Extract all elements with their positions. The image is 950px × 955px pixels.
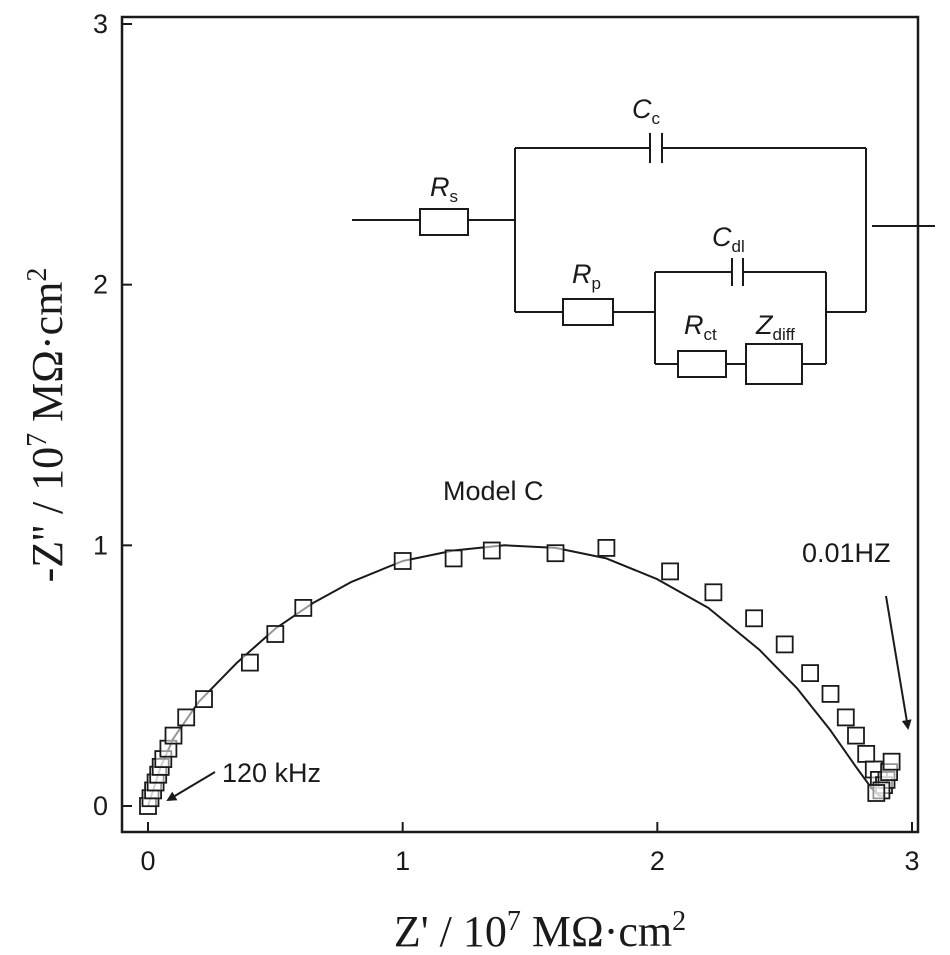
data-point: [266, 625, 285, 643]
data-point: [801, 664, 819, 682]
x-tick-label-2: 2: [650, 846, 665, 876]
data-point: [745, 609, 763, 628]
data-point: [661, 562, 679, 581]
y-tick-label-0: 0: [93, 791, 108, 821]
resistor-rp: [562, 298, 614, 326]
data-point: [546, 544, 565, 563]
data-point: [821, 685, 840, 703]
label-rp: Rp: [572, 259, 601, 293]
annotation-model-c: Model C: [443, 476, 544, 506]
plot-frame: [120, 15, 920, 834]
data-point: [857, 745, 876, 763]
equivalent-circuit: [352, 133, 935, 385]
data-point: [393, 552, 412, 570]
data-point: [597, 539, 616, 557]
fit-curve: [147, 544, 884, 807]
label-rs: Rs: [430, 172, 458, 206]
x-tick-label-3: 3: [904, 846, 919, 876]
data-point: [775, 635, 794, 654]
data-point: [240, 653, 259, 672]
y-tick-label-3: 3: [93, 9, 108, 39]
data-point: [704, 583, 723, 602]
data-point: [164, 726, 183, 745]
y-tick-label-1: 1: [93, 530, 108, 560]
resistor-rct: [677, 350, 727, 378]
label-zdiff: Zdiff: [755, 310, 795, 344]
x-tick-label-0: 0: [140, 846, 155, 876]
data-point: [444, 549, 463, 568]
x-axis-title: Z' / 107 MΩ·cm2: [394, 906, 686, 950]
impedance-zdiff: [745, 343, 803, 385]
data-point: [836, 708, 855, 727]
x-tick-label-1: 1: [395, 846, 410, 876]
data-point: [177, 708, 196, 727]
tick-labels: 0 1 2 3 0 1 2 3: [93, 9, 920, 876]
data-point: [482, 541, 501, 560]
label-cc: Cc: [632, 94, 661, 128]
resistor-rs: [419, 208, 469, 236]
data-point: [847, 726, 865, 745]
data-point: [294, 599, 313, 617]
fit-curve-group: [147, 544, 884, 807]
label-rct: Rct: [684, 310, 717, 344]
annotation-low-frequency: 0.01HZ: [802, 538, 891, 568]
y-axis-title: -Z'' / 107 MΩ·cm2: [22, 268, 72, 583]
data-markers: [139, 539, 901, 815]
y-tick-label-2: 2: [93, 270, 108, 300]
axis-ticks: [122, 23, 913, 832]
data-point: [867, 784, 886, 802]
label-cdl: Cdl: [712, 222, 745, 256]
data-point: [882, 752, 901, 771]
annotation-high-frequency: 120 kHz: [222, 758, 321, 788]
arrow-high-frequency: [166, 771, 216, 802]
arrow-low-frequency: [885, 595, 912, 730]
data-point: [195, 690, 213, 708]
